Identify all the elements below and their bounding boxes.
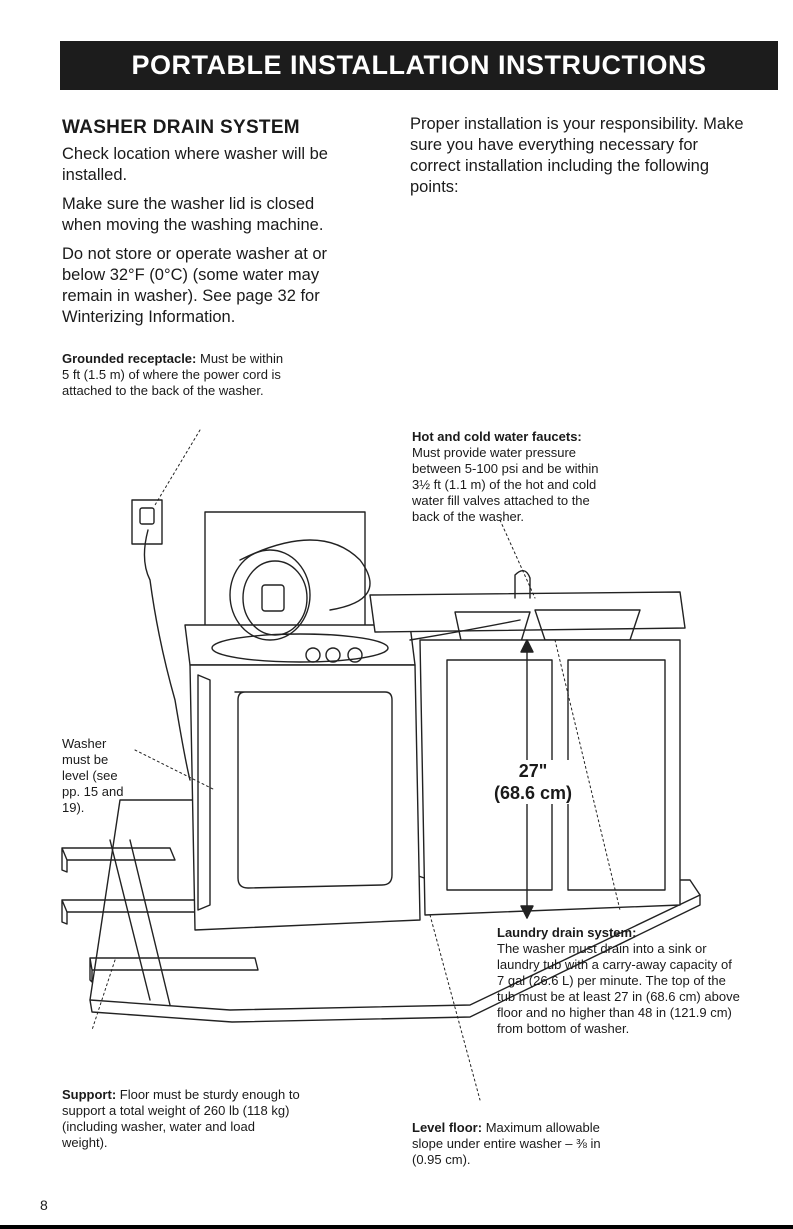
- cabinet-door: [446, 659, 553, 891]
- power-cord: [143, 529, 191, 781]
- leader-level: [134, 749, 216, 791]
- floor-joist: [109, 839, 171, 1006]
- washer-front-panel: [234, 691, 393, 889]
- dimension-arrow-top: [520, 639, 534, 653]
- level-floor-callout: Level floor: Maximum allowable slope und…: [412, 1120, 617, 1168]
- hose-adapter: [261, 584, 285, 612]
- leader-faucets: [499, 519, 536, 599]
- dimension-arrow-bottom: [520, 905, 534, 919]
- wall-outlet-plate: [131, 499, 163, 545]
- washer-side-panel: [197, 674, 211, 911]
- water-faucets-label: Hot and cold water faucets:: [412, 429, 582, 444]
- level-floor-label: Level floor:: [412, 1120, 483, 1135]
- control-knob: [347, 647, 363, 663]
- sink-faucet: [514, 570, 531, 599]
- laundry-drain-label: Laundry drain system:: [497, 925, 637, 940]
- height-dimension-label: 27" (68.6 cm): [488, 760, 578, 804]
- laundry-drain-callout: Laundry drain system: The washer must dr…: [497, 925, 742, 1037]
- page-title-banner: PORTABLE INSTALLATION INSTRUCTIONS: [60, 41, 778, 90]
- floor-joist: [61, 847, 176, 873]
- right-intro-column: Proper installation is your responsibili…: [410, 114, 745, 206]
- support-text: Floor must be sturdy enough to support a…: [62, 1087, 300, 1150]
- washer-level-callout: Washer must be level (see pp. 15 and 19)…: [62, 736, 138, 816]
- grounded-receptacle-callout: Grounded receptacle: Must be within 5 ft…: [62, 351, 287, 399]
- washer-cabinet: [189, 664, 421, 931]
- drain-hose: [409, 619, 521, 641]
- intro-paragraph-1: Check location where washer will be inst…: [62, 145, 328, 184]
- leader-grounded: [154, 429, 201, 506]
- grounded-receptacle-text: Must be within 5 ft (1.5 m) of where the…: [62, 351, 284, 398]
- leader-level-floor: [429, 914, 481, 1101]
- floor-joist: [89, 957, 259, 983]
- support-callout: Support: Floor must be sturdy enough to …: [62, 1087, 302, 1151]
- fill-hose: [239, 539, 371, 611]
- page-number: 8: [40, 1197, 48, 1213]
- grounded-receptacle-label: Grounded receptacle:: [62, 351, 197, 366]
- support-label: Support:: [62, 1087, 117, 1102]
- cabinet-door: [567, 659, 666, 891]
- laundry-drain-text: The washer must drain into a sink or lau…: [497, 941, 740, 1036]
- bottom-edge-bar: [0, 1225, 793, 1229]
- intro-paragraph-3: Do not store or operate washer at or bel…: [62, 245, 328, 326]
- section-title: WASHER DRAIN SYSTEM: [62, 117, 300, 138]
- washer-lid: [204, 511, 366, 641]
- height-dimension-cm: (68.6 cm): [493, 783, 573, 803]
- hose-coil: [242, 560, 308, 636]
- intro-paragraph-2: Make sure the washer lid is closed when …: [62, 195, 324, 234]
- left-intro-column: Check location where washer will be inst…: [62, 144, 352, 336]
- water-faucets-text: Must provide water pressure between 5-10…: [412, 445, 599, 524]
- hose-coil: [229, 549, 311, 641]
- responsibility-paragraph: Proper installation is your responsibili…: [410, 115, 744, 196]
- level-floor-text: Maximum allowable slope under entire was…: [412, 1120, 601, 1167]
- height-dimension-inches: 27": [518, 761, 548, 781]
- page-title: PORTABLE INSTALLATION INSTRUCTIONS: [131, 50, 707, 80]
- washer-tub-opening: [211, 633, 389, 663]
- control-knob: [305, 647, 321, 663]
- leader-support: [91, 959, 116, 1031]
- leader-drain: [554, 639, 621, 911]
- water-faucets-callout: Hot and cold water faucets: Must provide…: [412, 429, 608, 525]
- outlet-receptacle: [139, 507, 155, 525]
- control-knob: [325, 647, 341, 663]
- floor-slab-edge: [89, 894, 701, 1023]
- washer-level-text: Washer must be level (see pp. 15 and 19)…: [62, 736, 124, 815]
